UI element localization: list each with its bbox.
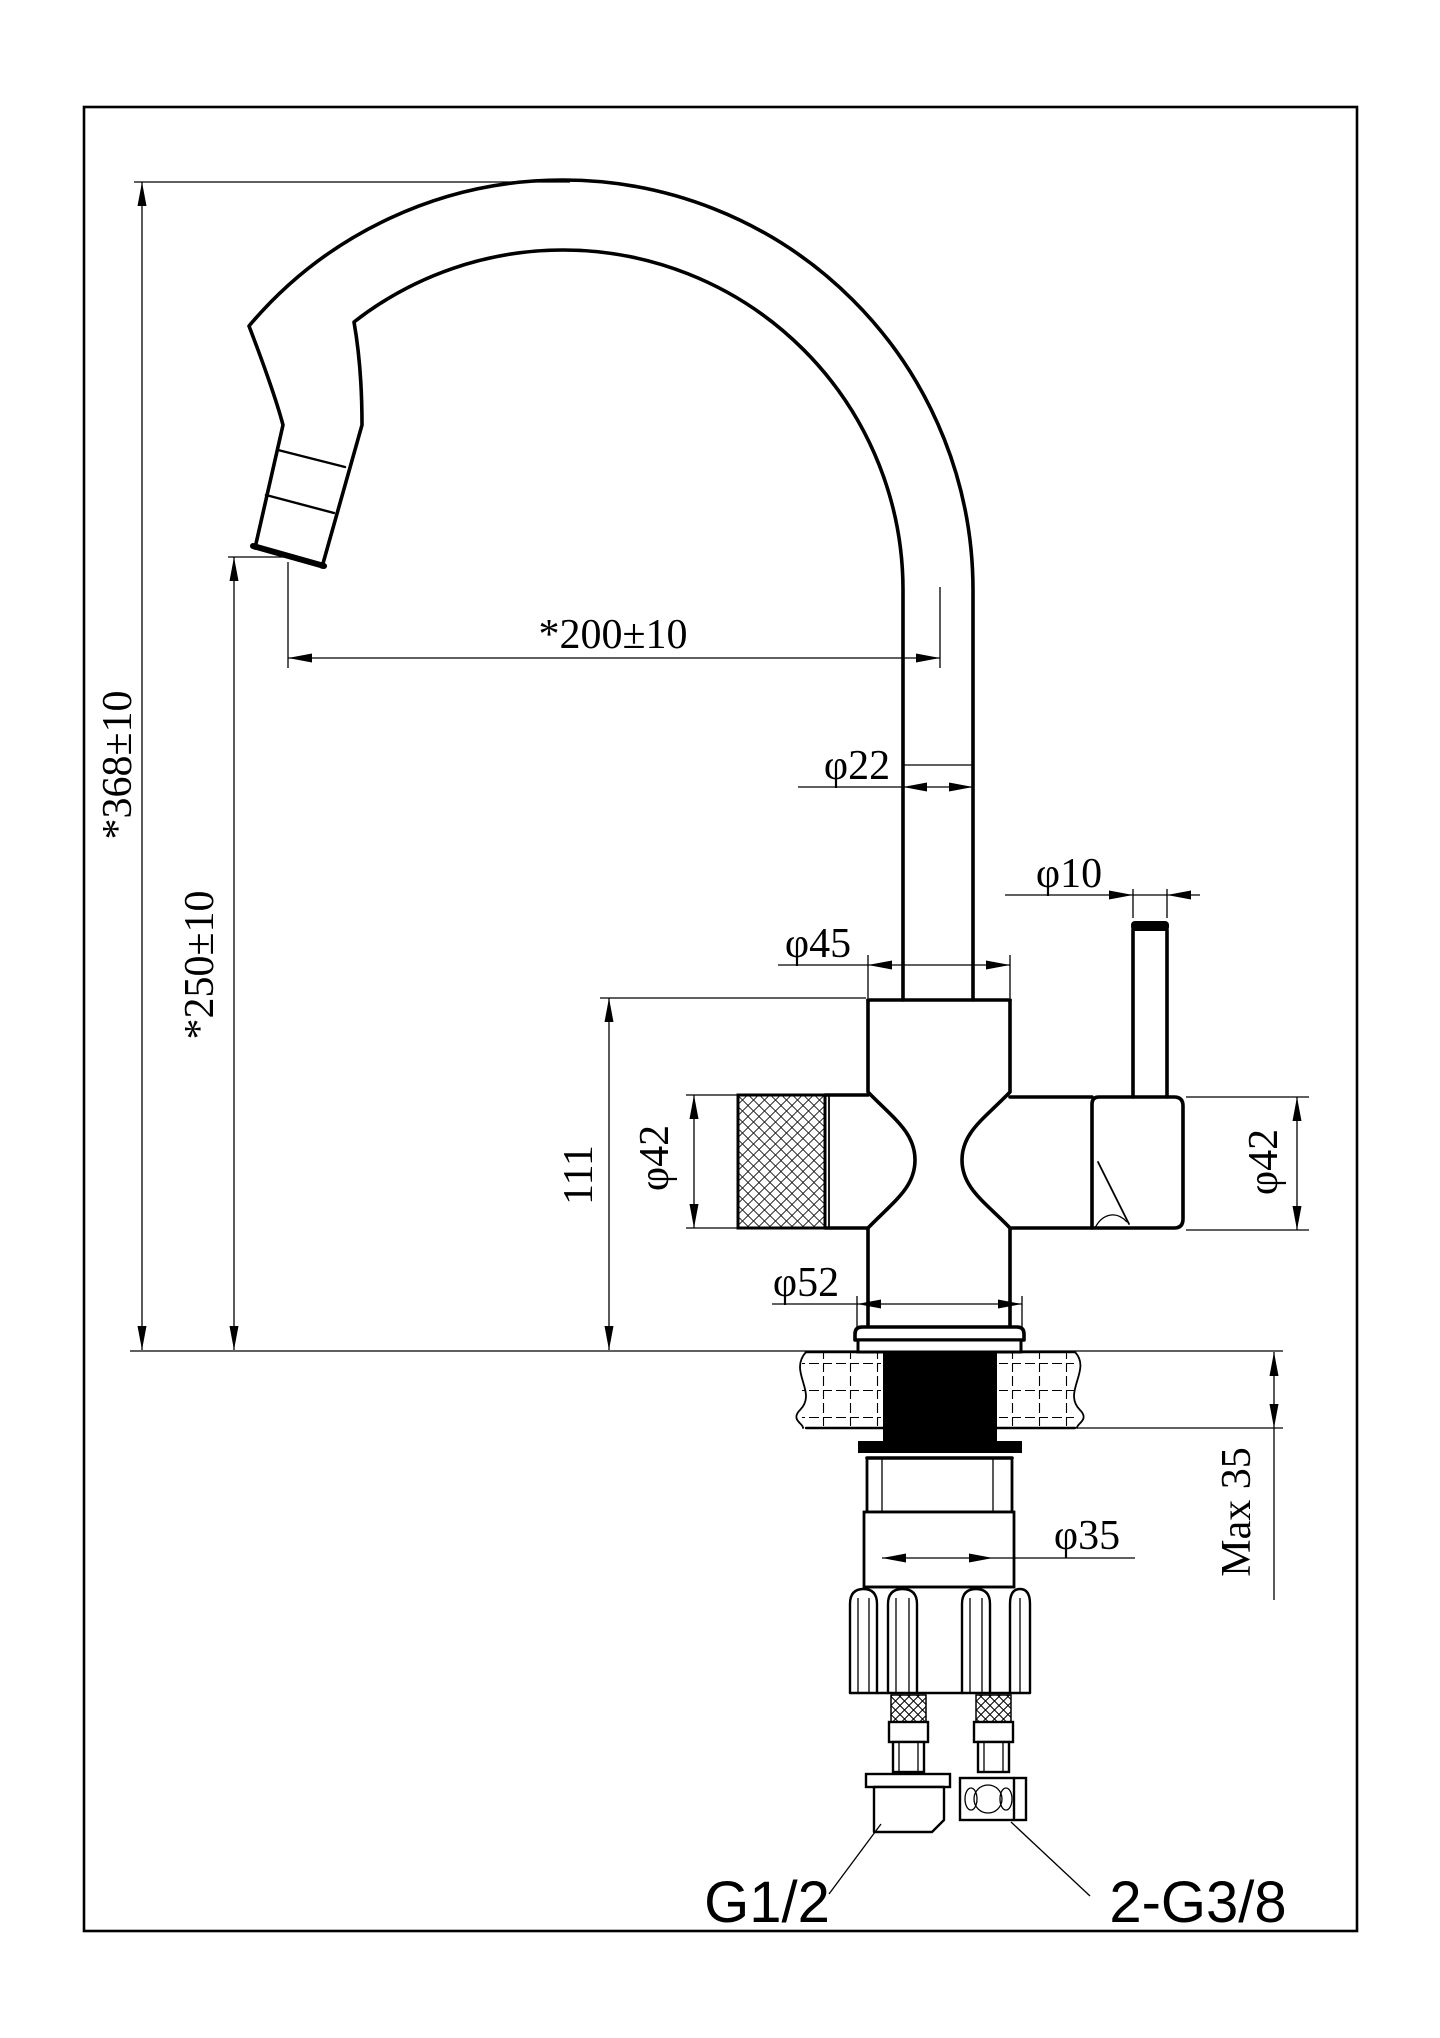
dim-spout-reach: *200±10 <box>287 562 941 668</box>
dim-spout-height: *250±10 <box>177 556 298 1350</box>
knurled-handle <box>736 1093 870 1230</box>
thread-callouts: G1/2 2-G3/8 <box>704 1821 1287 1935</box>
dim-mixer-handle-diameter-label: φ42 <box>1241 1129 1287 1195</box>
lever-rod-cap <box>1131 921 1169 931</box>
dim-lever-rod-diameter: φ10 <box>1005 851 1200 918</box>
counter-section <box>795 1350 1085 1430</box>
lever-boss <box>1008 1095 1094 1230</box>
g38-fitting <box>958 1776 1028 1822</box>
drawing-border <box>82 105 1359 1933</box>
dim-base-flange-diameter: φ52 <box>772 1260 1023 1327</box>
dim-body-diameter-label: φ45 <box>785 921 851 967</box>
main-inlet-thread-label: G1/2 <box>704 1870 830 1935</box>
spray-head-ring <box>264 493 336 515</box>
dim-body-height: 111 <box>556 997 866 1350</box>
filtered-inlet-threads-label: 2-G3/8 <box>1109 1870 1286 1935</box>
base-flange <box>853 1325 1026 1354</box>
lever-handle <box>1008 921 1185 1230</box>
dim-spout-reach-label: *200±10 <box>538 612 687 658</box>
dim-spout-height-label: *250±10 <box>177 890 223 1039</box>
dim-overall-height: *368±10 <box>95 181 570 1350</box>
dim-shank-diameter: φ35 <box>882 1513 1135 1563</box>
dim-filter-handle-diameter-label: φ42 <box>632 1125 678 1191</box>
dim-pipe-diameter: φ22 <box>798 743 973 792</box>
mounting-nut <box>848 1456 1032 1695</box>
washers <box>858 1428 1022 1453</box>
spray-head-ring <box>276 448 347 469</box>
dim-max-deck-thickness-label: Max 35 <box>1214 1447 1260 1577</box>
body-outline <box>866 998 1012 1330</box>
dim-pipe-diameter-label: φ22 <box>824 743 890 789</box>
dim-mixer-handle-diameter: φ42 <box>1186 1096 1309 1231</box>
dim-body-height-label: 111 <box>556 1145 602 1205</box>
counter-break-left <box>795 1351 807 1429</box>
spout-outline <box>247 178 975 1002</box>
supply-hoses <box>864 1694 1028 1834</box>
counter-reference-lines <box>130 1350 1283 1429</box>
mounting-hole-gasket <box>883 1352 997 1428</box>
counter-break-right <box>1073 1351 1085 1429</box>
dim-shank-diameter-label: φ35 <box>1054 1513 1120 1559</box>
dim-filter-handle-diameter: φ42 <box>632 1094 741 1229</box>
dim-lever-rod-diameter-label: φ10 <box>1036 851 1102 897</box>
dim-max-deck-thickness: Max 35 <box>1214 1352 1279 1600</box>
dim-overall-height-label: *368±10 <box>95 690 141 839</box>
g12-fitting <box>864 1772 952 1834</box>
dim-body-diameter: φ45 <box>778 921 1011 998</box>
lever-rod <box>1131 922 1169 1099</box>
spout-tip-face <box>250 543 327 569</box>
dim-base-flange-diameter-label: φ52 <box>773 1260 839 1306</box>
